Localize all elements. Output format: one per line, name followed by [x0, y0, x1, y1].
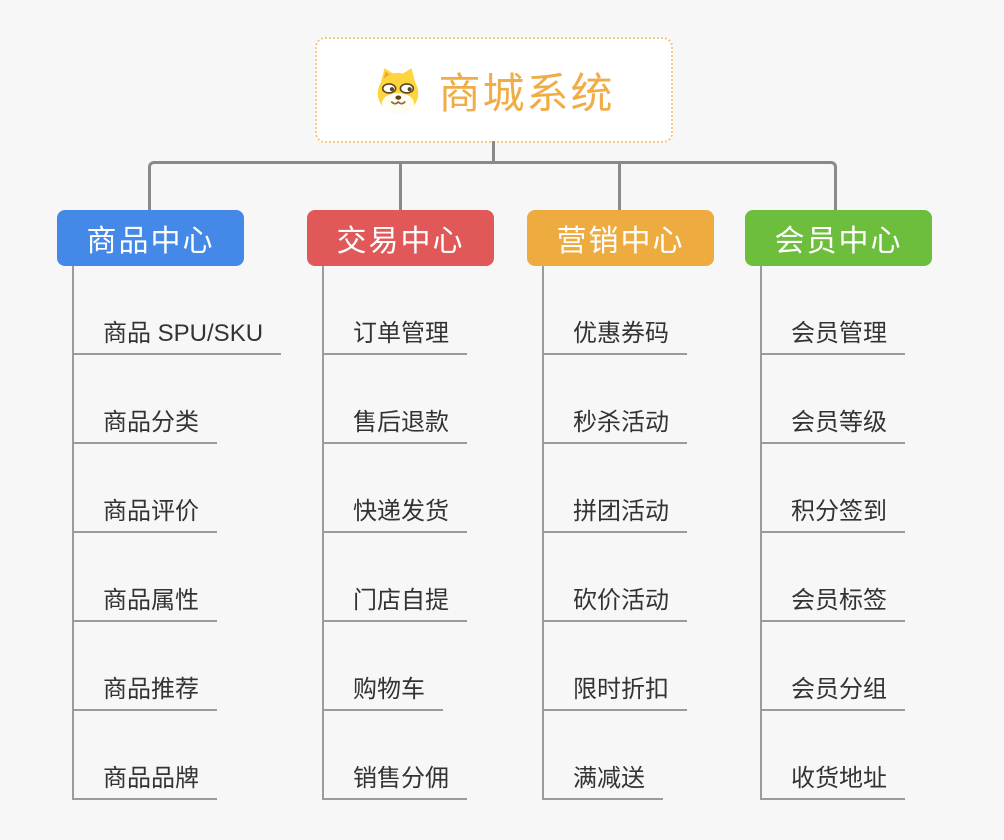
child-topic-label[interactable]: 限时折扣	[542, 669, 687, 711]
child-topic: 限时折扣	[527, 622, 772, 711]
child-topic-label[interactable]: 秒杀活动	[542, 402, 687, 444]
child-topic: 会员等级	[745, 355, 990, 444]
child-topic-label[interactable]: 满减送	[542, 758, 663, 800]
child-topic-label[interactable]: 门店自提	[322, 580, 467, 622]
branch-node-trade-center[interactable]: 交易中心	[307, 210, 494, 266]
child-topic: 收货地址	[745, 711, 990, 800]
child-topic: 砍价活动	[527, 533, 772, 622]
child-topic: 会员管理	[745, 266, 990, 355]
child-topic: 商品评价	[57, 444, 302, 533]
child-topic-label[interactable]: 拼团活动	[542, 491, 687, 533]
child-topic-label[interactable]: 商品评价	[72, 491, 217, 533]
root-node[interactable]: 商城系统	[315, 37, 673, 143]
branch-marketing-center: 营销中心 优惠券码 秒杀活动 拼团活动 砍价活动 限时折扣 满减送	[527, 210, 772, 800]
child-topic: 购物车	[307, 622, 552, 711]
child-topic: 售后退款	[307, 355, 552, 444]
branch-node-member-center[interactable]: 会员中心	[745, 210, 932, 266]
branch-product-center: 商品中心 商品 SPU/SKU 商品分类 商品评价 商品属性 商品推荐 商品品牌	[57, 210, 302, 800]
child-topic-label[interactable]: 商品推荐	[72, 669, 217, 711]
child-topic-label[interactable]: 会员管理	[760, 313, 905, 355]
branch-children: 优惠券码 秒杀活动 拼团活动 砍价活动 限时折扣 满减送	[527, 266, 772, 800]
connector-child-trunk	[72, 266, 74, 800]
child-topic-label[interactable]: 会员标签	[760, 580, 905, 622]
branch-node-label: 会员中心	[774, 225, 903, 258]
child-topic: 商品属性	[57, 533, 302, 622]
child-topic-label[interactable]: 商品品牌	[72, 758, 217, 800]
connector-branch-rail	[148, 161, 837, 210]
branch-children: 订单管理 售后退款 快递发货 门店自提 购物车 销售分佣	[307, 266, 552, 800]
root-node-title: 商城系统	[438, 69, 615, 117]
child-topic: 商品分类	[57, 355, 302, 444]
child-topic-label[interactable]: 会员分组	[760, 669, 905, 711]
branch-children: 会员管理 会员等级 积分签到 会员标签 会员分组 收货地址	[745, 266, 990, 800]
branch-node-marketing-center[interactable]: 营销中心	[527, 210, 714, 266]
child-topic-label[interactable]: 购物车	[322, 669, 443, 711]
child-topic-label[interactable]: 收货地址	[760, 758, 905, 800]
branch-node-label: 交易中心	[336, 225, 465, 258]
child-topic-label[interactable]: 积分签到	[760, 491, 905, 533]
child-topic: 会员标签	[745, 533, 990, 622]
child-topic: 门店自提	[307, 533, 552, 622]
child-topic: 订单管理	[307, 266, 552, 355]
child-topic: 秒杀活动	[527, 355, 772, 444]
child-topic-label[interactable]: 商品 SPU/SKU	[72, 313, 282, 355]
child-topic-label[interactable]: 商品属性	[72, 580, 217, 622]
doge-icon	[378, 68, 419, 114]
child-topic-label[interactable]: 订单管理	[322, 313, 467, 355]
child-topic-label[interactable]: 会员等级	[760, 402, 905, 444]
child-topic: 优惠券码	[527, 266, 772, 355]
connector-root-stub	[492, 141, 495, 162]
branch-member-center: 会员中心 会员管理 会员等级 积分签到 会员标签 会员分组 收货地址	[745, 210, 990, 800]
child-topic: 会员分组	[745, 622, 990, 711]
child-topic: 满减送	[527, 711, 772, 800]
child-topic: 商品品牌	[57, 711, 302, 800]
connector-child-trunk	[322, 266, 324, 800]
child-topic: 拼团活动	[527, 444, 772, 533]
child-topic-label[interactable]: 售后退款	[322, 402, 467, 444]
child-topic: 商品推荐	[57, 622, 302, 711]
connector-branch-stub-trade	[399, 161, 402, 210]
connector-child-trunk	[760, 266, 762, 800]
connector-child-trunk	[542, 266, 544, 800]
child-topic: 快递发货	[307, 444, 552, 533]
child-topic-label[interactable]: 砍价活动	[542, 580, 687, 622]
child-topic: 销售分佣	[307, 711, 552, 800]
branch-trade-center: 交易中心 订单管理 售后退款 快递发货 门店自提 购物车 销售分佣	[307, 210, 552, 800]
child-topic: 积分签到	[745, 444, 990, 533]
child-topic: 商品 SPU/SKU	[57, 266, 302, 355]
branch-node-product-center[interactable]: 商品中心	[57, 210, 244, 266]
child-topic-label[interactable]: 优惠券码	[542, 313, 687, 355]
child-topic-label[interactable]: 商品分类	[72, 402, 217, 444]
child-topic-label[interactable]: 销售分佣	[322, 758, 467, 800]
branch-node-label: 营销中心	[556, 225, 685, 258]
child-topic-label[interactable]: 快递发货	[322, 491, 467, 533]
connector-branch-stub-marketing	[618, 161, 621, 210]
branch-children: 商品 SPU/SKU 商品分类 商品评价 商品属性 商品推荐 商品品牌	[57, 266, 302, 800]
branch-node-label: 商品中心	[86, 225, 215, 258]
